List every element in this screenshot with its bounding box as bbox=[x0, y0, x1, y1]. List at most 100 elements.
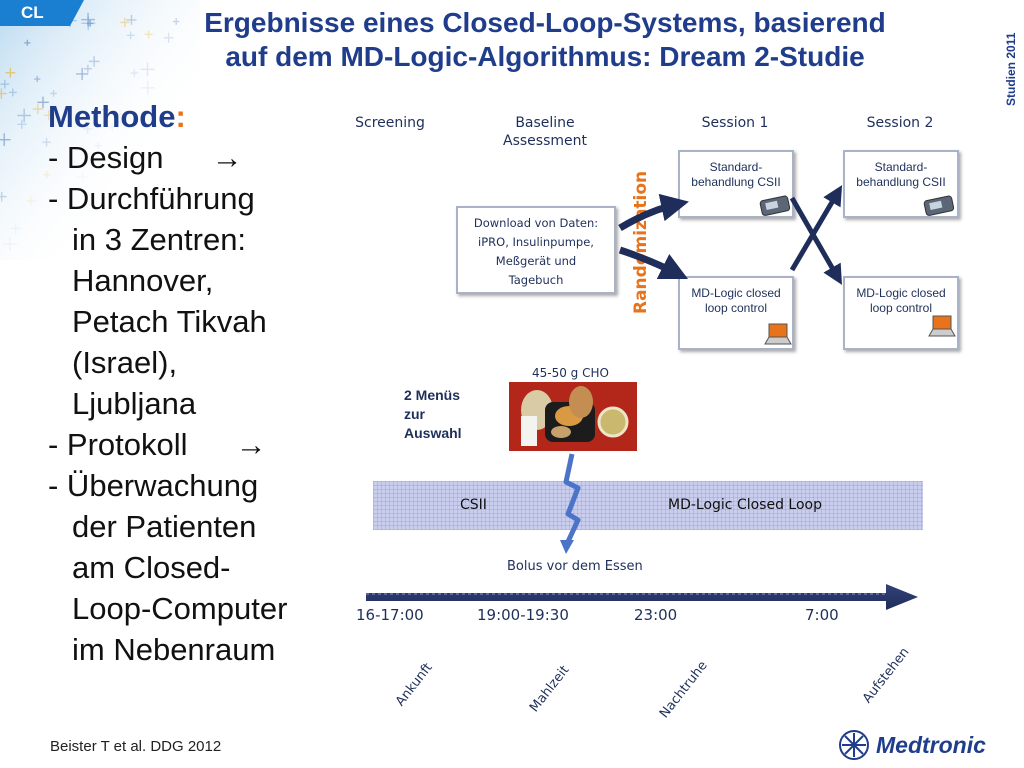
method-list: Methode: - Design→ - Durchführung in 3 Z… bbox=[48, 96, 338, 670]
arrow-crossover-up bbox=[789, 185, 843, 272]
star-decoration bbox=[102, 106, 110, 114]
star-decoration bbox=[113, 118, 121, 126]
star-decoration bbox=[17, 119, 27, 129]
star-decoration bbox=[126, 31, 135, 40]
list-item: Loop-Computer bbox=[72, 591, 288, 626]
star-decoration bbox=[10, 223, 22, 234]
time-label: 19:00-19:30 bbox=[477, 606, 569, 624]
star-decoration bbox=[0, 79, 10, 89]
star-decoration bbox=[32, 103, 44, 115]
header-baseline-line2: Assessment bbox=[503, 133, 587, 149]
event-label: Mahlzeit bbox=[527, 662, 573, 716]
page-title: Ergebnisse eines Closed-Loop-Systems, ba… bbox=[100, 6, 990, 74]
star-decoration bbox=[37, 96, 49, 109]
list-item: - Durchführung bbox=[48, 181, 255, 216]
star-decoration bbox=[120, 17, 130, 28]
list-item: - Design→ bbox=[48, 137, 338, 178]
box-line: behandlung CSII bbox=[691, 175, 781, 189]
star-decoration bbox=[0, 191, 7, 202]
side-label: Studien 2011 bbox=[1004, 32, 1018, 106]
download-line: Download von Daten: bbox=[473, 216, 599, 230]
list-item: - Überwachung bbox=[48, 468, 259, 503]
star-decoration bbox=[0, 88, 7, 99]
event-label: Ankunft bbox=[393, 660, 436, 710]
star-decoration bbox=[34, 75, 41, 83]
time-label: 7:00 bbox=[805, 606, 839, 624]
box-line: Standard- bbox=[874, 160, 928, 174]
method-heading-text: Methode bbox=[48, 99, 176, 134]
randomization-label: Randomization bbox=[631, 171, 651, 314]
arrow-crossover-down bbox=[789, 196, 842, 285]
band-closed-loop-label: MD-Logic Closed Loop bbox=[668, 497, 822, 513]
cl-corner-tab bbox=[0, 0, 84, 26]
star-decoration bbox=[81, 12, 95, 27]
event-label: Aufstehen bbox=[860, 644, 913, 707]
cho-label: 45-50 g CHO bbox=[532, 366, 609, 380]
timeline-arrow bbox=[366, 584, 918, 610]
star-decoration bbox=[5, 67, 16, 78]
title-line-2: auf dem MD-Logic-Algorithmus: Dream 2-St… bbox=[225, 41, 865, 72]
star-decoration bbox=[94, 142, 102, 150]
star-decoration bbox=[108, 122, 116, 131]
star-decoration bbox=[144, 30, 153, 39]
arrow-right-icon: → bbox=[235, 427, 267, 462]
star-decoration bbox=[172, 18, 180, 25]
star-decoration bbox=[140, 62, 155, 77]
star-decoration bbox=[82, 124, 93, 134]
flow-arrows bbox=[618, 185, 843, 285]
list-item: in 3 Zentren: bbox=[72, 222, 247, 257]
star-decoration bbox=[0, 133, 11, 146]
star-decoration bbox=[126, 14, 137, 25]
title-line-1: Ergebnisse eines Closed-Loop-Systems, ba… bbox=[204, 7, 886, 38]
star-decoration bbox=[83, 64, 92, 73]
list-item: am Closed- bbox=[72, 550, 231, 585]
arrow-to-closed-loop bbox=[618, 246, 689, 280]
cl-tag: CL bbox=[21, 3, 44, 22]
box-line: loop control bbox=[869, 301, 933, 315]
list-item: Hannover, bbox=[72, 263, 214, 298]
band-csii-label: CSII bbox=[460, 497, 487, 513]
list-item: der Patienten bbox=[72, 509, 257, 544]
star-decoration bbox=[130, 69, 139, 77]
citation: Beister T et al. DDG 2012 bbox=[50, 738, 222, 755]
therapy-band bbox=[373, 481, 923, 530]
randomization-text: Randomization bbox=[631, 171, 651, 314]
list-item: Petach Tikvah bbox=[72, 304, 267, 339]
method-heading-colon: : bbox=[175, 99, 186, 134]
header-session2: Session 2 bbox=[866, 115, 934, 131]
laptop-icon bbox=[764, 323, 792, 345]
star-decoration bbox=[76, 67, 89, 81]
star-decoration bbox=[17, 108, 31, 123]
box-line: Standard- bbox=[709, 160, 763, 174]
medtronic-logo-mark bbox=[839, 730, 869, 760]
arrow-to-standard bbox=[618, 193, 689, 232]
time-label: 23:00 bbox=[634, 606, 678, 624]
star-decoration bbox=[163, 32, 174, 43]
meal-tray-photo bbox=[509, 382, 637, 451]
header-session1: Session 1 bbox=[701, 115, 769, 131]
star-decoration bbox=[24, 39, 31, 46]
download-line: Meßgerät und bbox=[495, 254, 577, 268]
star-decoration bbox=[76, 171, 89, 183]
header-screening: Screening bbox=[355, 115, 425, 131]
menu-line: 2 Menüs bbox=[404, 387, 461, 403]
arrow-right-icon: → bbox=[211, 140, 243, 175]
box-line: MD-Logic closed bbox=[856, 286, 946, 300]
star-decoration bbox=[88, 55, 100, 67]
star-decoration bbox=[50, 90, 57, 97]
time-label: 16-17:00 bbox=[356, 606, 424, 624]
download-data-box: Download von Daten: iPRO, Insulinpumpe, … bbox=[456, 206, 616, 294]
box-line: MD-Logic closed bbox=[691, 286, 781, 300]
star-decoration bbox=[43, 171, 51, 179]
list-item: - Protokoll→ bbox=[48, 424, 338, 465]
download-line: iPRO, Insulinpumpe, bbox=[478, 235, 594, 249]
star-decoration bbox=[128, 112, 143, 127]
side-label-text: Studien 2011 bbox=[1004, 32, 1018, 106]
star-decoration bbox=[8, 88, 17, 97]
star-decoration bbox=[3, 237, 17, 252]
insulin-pump-icon bbox=[759, 195, 791, 216]
list-item: im Nebenraum bbox=[72, 632, 276, 667]
medtronic-logo-text: Medtronic bbox=[876, 732, 986, 758]
method-heading: Methode: bbox=[48, 96, 338, 137]
bolus-lightning-arrow bbox=[560, 453, 581, 554]
